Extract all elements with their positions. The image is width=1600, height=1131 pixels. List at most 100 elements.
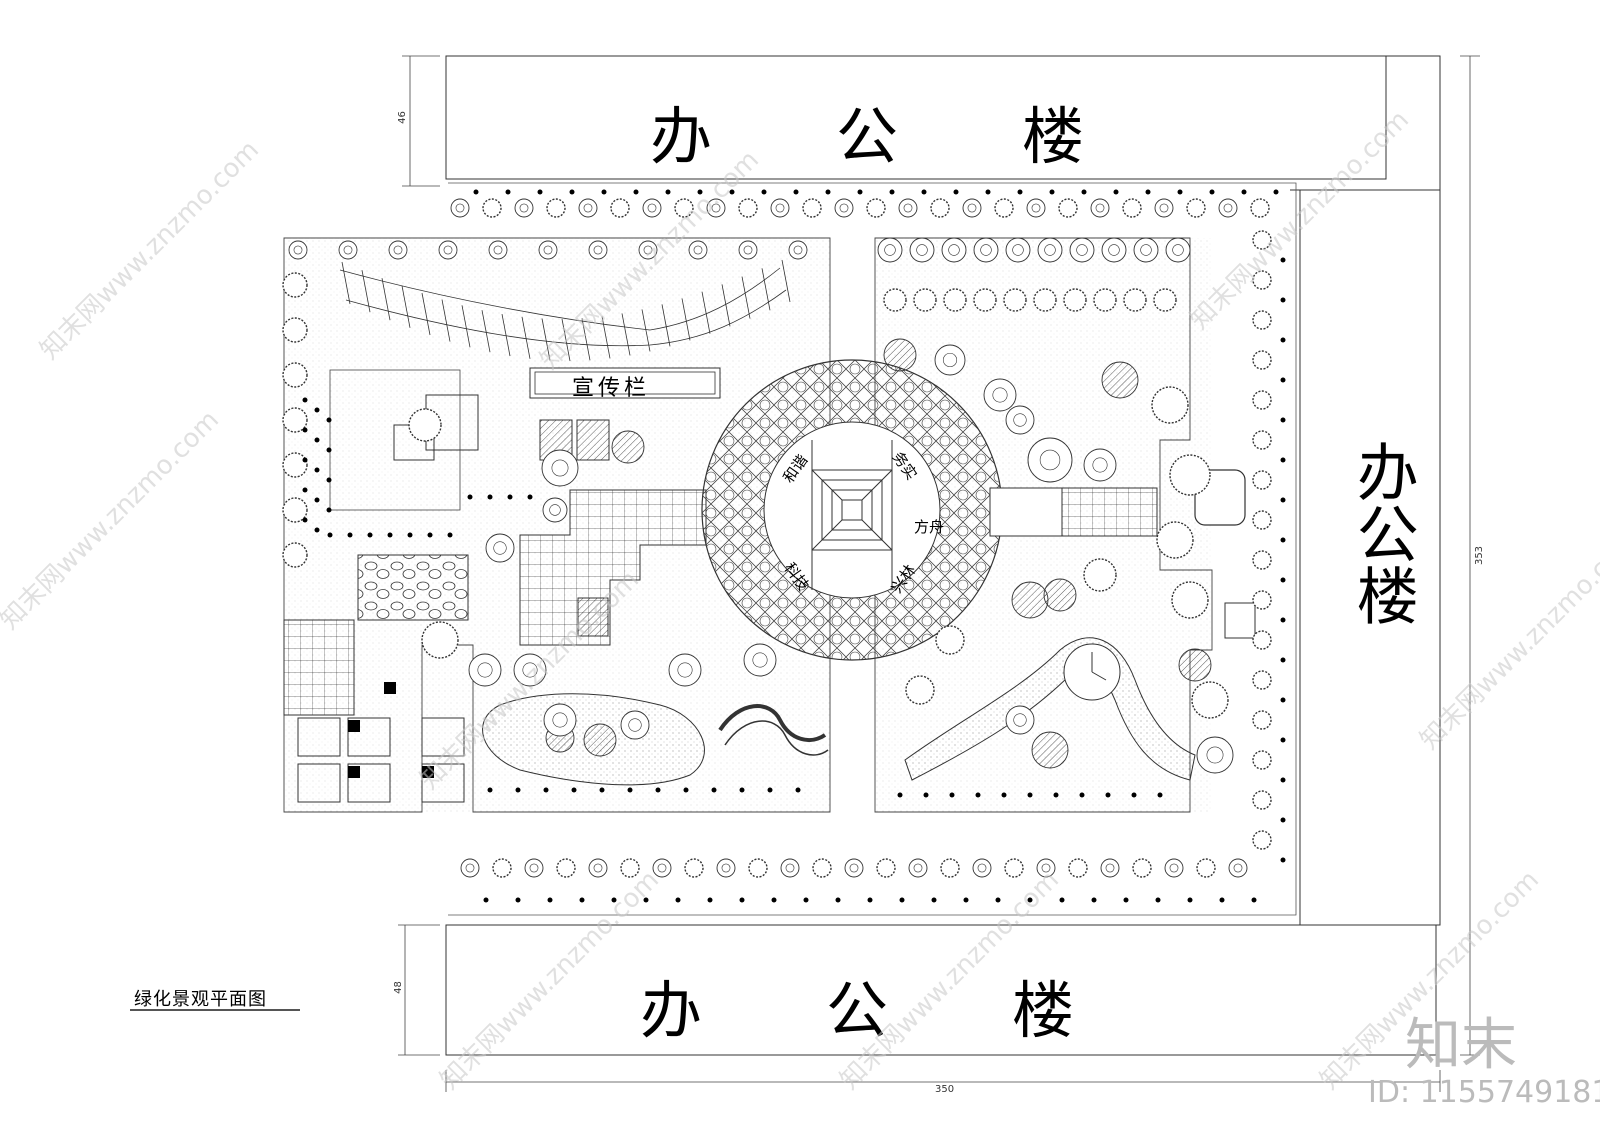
tree-symbol [994,198,1014,218]
tree-core [657,863,667,873]
tree-symbol [1036,858,1056,878]
shrub-dot [302,517,308,523]
tree-core [1013,713,1027,727]
tree-symbol [524,858,544,878]
pergola-slat [461,305,471,348]
tree-symbol [1058,198,1078,218]
tree-symbol [282,272,308,298]
shrub-dot [985,189,991,195]
tree-symbol [1043,578,1077,612]
tree-symbol [943,288,967,312]
tree-core [1105,863,1115,873]
tree-symbol [482,198,502,218]
shrub-dot [527,494,533,500]
tree-symbol [1005,237,1031,263]
tree-symbol [674,198,694,218]
right-building-label: 办公楼 [1345,440,1419,626]
tree-symbol [408,408,442,442]
drawing-title: 绿化景观平面图 [134,989,267,1010]
shrub-dot [643,897,649,903]
pergola-slat [561,318,571,362]
shrub-dot [1155,897,1161,903]
tree-core [1031,203,1041,213]
shrub-dot [739,787,745,793]
tree-symbol [588,240,608,260]
tree-symbol [1252,510,1272,530]
shrub-dot [825,189,831,195]
tree-symbol [546,198,566,218]
shrub-dot [1113,189,1119,195]
shrub-dot [505,189,511,195]
shrub-dot [515,897,521,903]
tree-symbol [905,675,935,705]
tree-symbol [1252,670,1272,690]
shrub-dot [447,532,453,538]
tree-core [443,245,453,255]
tree-symbol [1228,858,1248,878]
tree-symbol [1252,390,1272,410]
shrub-dot [1209,189,1215,195]
tree-symbol [812,858,832,878]
shrub-dot [857,189,863,195]
tree-core [343,245,353,255]
tree-core [519,203,529,213]
tree-core [593,863,603,873]
tree-symbol [876,858,896,878]
shrub-dot [739,897,745,903]
shrub-dot [1177,189,1183,195]
tree-symbol [1178,648,1212,682]
shrub-dot [1280,737,1286,743]
shrub-dot [314,407,320,413]
tree-core [980,244,992,256]
shrub-dot [1017,189,1023,195]
dim-bottom-height: 48 [392,981,404,994]
shrub-dot [1280,857,1286,863]
tree-symbol [282,317,308,343]
pergola-slat [501,313,511,357]
top-building-label: 办 公 楼 [650,100,1085,173]
tree-symbol [883,338,917,372]
tree-symbol [421,621,459,659]
tree-symbol [1031,731,1069,769]
shrub-dot [897,792,903,798]
shrub-dot [467,494,473,500]
shrub-dot [665,189,671,195]
shrub-dot [427,532,433,538]
pergola-slat [601,316,611,359]
pergola [339,267,787,347]
shrub-dot [627,787,633,793]
pergola-slat [701,291,711,334]
tree-symbol [1101,237,1127,263]
tree-symbol [1123,288,1147,312]
tree-symbol [738,198,758,218]
shrub-dot [1027,897,1033,903]
shrub-dot [487,494,493,500]
tree-core [1092,457,1108,473]
shrub-dot [1280,697,1286,703]
tree-core [465,863,475,873]
shrub-dot [803,897,809,903]
shrub-dot [1157,792,1163,798]
shrub-dot [1280,417,1286,423]
shrub-dot [1280,577,1286,583]
tree-symbol [1252,470,1272,490]
bottom-building-label: 办 公 楼 [640,974,1075,1047]
tree-core [903,203,913,213]
tree-symbol [638,240,658,260]
shrub-dot [547,897,553,903]
tree-symbol [883,288,907,312]
tree-symbol [485,533,515,563]
tree-symbol [388,240,408,260]
shrub-dot [302,487,308,493]
tree-symbol [583,723,617,757]
shrub-dot [707,897,713,903]
tree-core [1159,203,1169,213]
shrub-dot [953,189,959,195]
shrub-dot [611,897,617,903]
tree-symbol [909,237,935,263]
tree-symbol [288,240,308,260]
tree-symbol [1005,405,1035,435]
pergola-slat [341,261,351,305]
tree-symbol [973,237,999,263]
